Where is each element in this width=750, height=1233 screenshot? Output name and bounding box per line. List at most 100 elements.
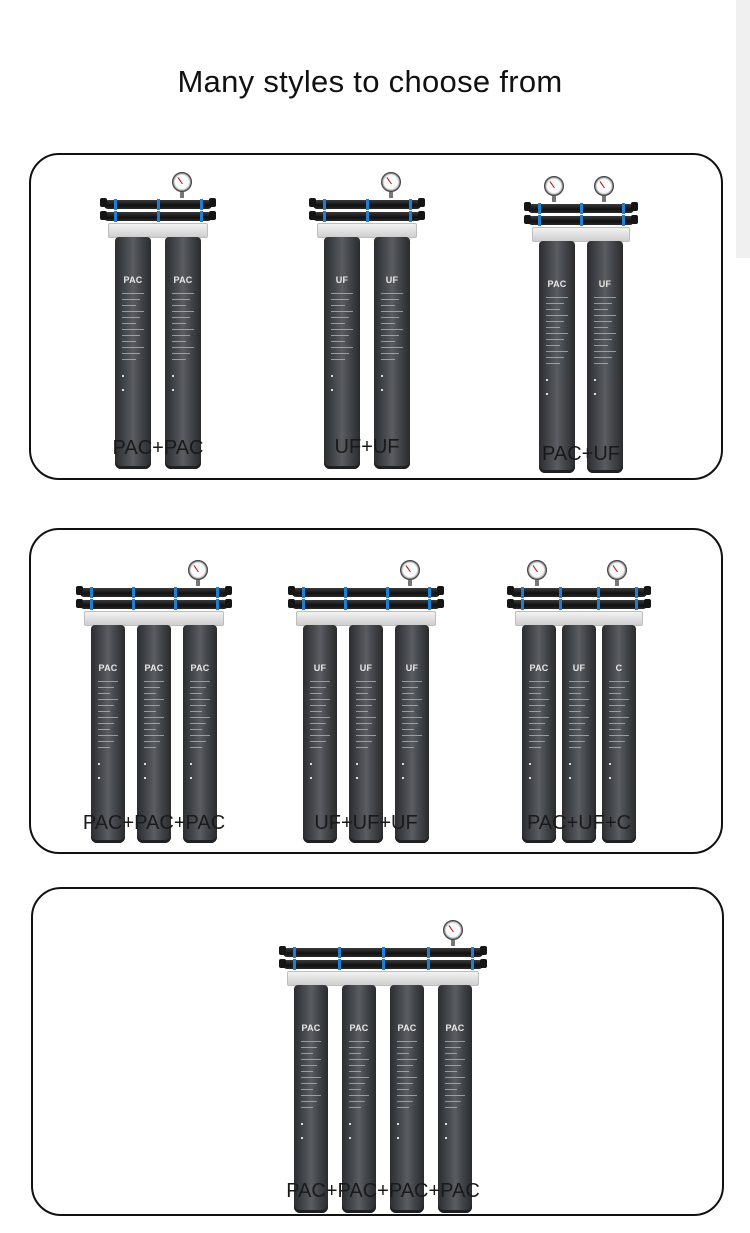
cartridge-spec-line	[310, 735, 330, 736]
inlet-pipe	[528, 203, 634, 214]
blue-ring-connector	[344, 599, 347, 610]
inlet-pipe	[104, 199, 212, 210]
cartridge-spec-line	[609, 681, 629, 682]
mounting-bracket	[84, 611, 224, 626]
inlet-pipe	[313, 199, 421, 210]
blue-ring-connector	[409, 211, 412, 222]
pressure-gauge-icon	[172, 172, 192, 192]
cartridge-spec-line	[144, 705, 160, 706]
blue-ring-connector	[293, 947, 296, 958]
cartridge-spec-line	[310, 717, 330, 718]
cartridge-spec-line	[98, 717, 118, 718]
filter-cartridge: PAC	[183, 625, 217, 843]
cartridge-spec-line	[301, 1047, 317, 1048]
blue-ring-connector	[174, 599, 177, 610]
cartridge-type-label: PAC	[190, 663, 210, 673]
gauge-stem	[535, 580, 539, 586]
pipe-end-cap	[524, 202, 531, 211]
cartridge-spec-line	[190, 693, 202, 694]
cartridge-spec-line	[529, 717, 549, 718]
blue-ring-connector	[635, 599, 638, 610]
outlet-pipe	[528, 215, 634, 226]
cartridge-spec-line	[402, 723, 418, 724]
outlet-pipe	[104, 211, 212, 222]
cartridge-spec-line	[397, 1059, 417, 1060]
blue-ring-connector	[90, 587, 93, 598]
blue-ring-connector	[521, 587, 524, 598]
pressure-gauge-icon	[443, 920, 463, 940]
cartridge-spec-line	[381, 341, 395, 342]
filter-cartridge: PAC	[438, 985, 472, 1213]
cartridge-spec-line	[331, 347, 353, 348]
cartridge-spec-line	[609, 687, 625, 688]
pressure-gauge-icon	[594, 176, 614, 196]
cartridge-spec-line	[546, 351, 568, 352]
cartridge-type-label: UF	[405, 663, 419, 673]
pipe-end-cap	[279, 946, 286, 955]
filter-cartridge: UF	[303, 625, 337, 843]
cartridge-spec-line	[172, 353, 190, 354]
blue-ring-connector	[426, 959, 430, 970]
inlet-pipe	[283, 947, 483, 958]
cartridge-bullet	[594, 393, 596, 395]
cartridge-bullet	[546, 379, 548, 381]
cartridge-spec-line	[331, 311, 353, 312]
cartridge-spec-line	[349, 1053, 361, 1054]
cartridge-spec-line	[144, 723, 160, 724]
cartridge-bullet	[397, 1123, 399, 1125]
cartridge-bullet	[98, 777, 100, 779]
cartridge-spec-line	[397, 1071, 409, 1072]
cartridge-spec-line	[529, 711, 541, 712]
cartridge-spec-line	[190, 687, 206, 688]
gauge-stem	[408, 580, 412, 586]
filter-cartridge: UF	[324, 237, 360, 469]
cartridge-spec-line	[546, 333, 568, 334]
mounting-bracket	[532, 227, 630, 242]
unit-combination-label: PAC+PAC	[112, 437, 204, 459]
cartridge-spec-line	[381, 311, 403, 312]
cartridge-spec-line	[349, 1059, 369, 1060]
pipe-end-cap	[437, 586, 444, 595]
blue-ring-connector	[559, 599, 562, 610]
cartridge-spec-line	[122, 311, 144, 312]
cartridge-spec-line	[349, 1041, 369, 1042]
cartridge-spec-line	[594, 363, 608, 364]
header-manifold	[309, 190, 425, 238]
cartridge-spec-line	[402, 747, 414, 748]
cartridge-spec-line	[402, 735, 422, 736]
cartridge-spec-line	[594, 321, 612, 322]
cartridge-spec-line	[397, 1089, 409, 1090]
cartridge-spec-line	[122, 305, 136, 306]
unit-combination-label: UF+UF+UF	[314, 812, 418, 834]
cartridge-spec-line	[331, 293, 353, 294]
cartridge-spec-line	[98, 687, 114, 688]
cartridge-spec-line	[546, 315, 568, 316]
cartridge-spec-line	[331, 335, 349, 336]
cartridge-spec-line	[445, 1059, 465, 1060]
page-title: Many styles to choose from	[177, 64, 563, 99]
filter-cartridge: PAC	[294, 985, 328, 1213]
blue-ring-connector	[337, 947, 341, 958]
cartridge-spec-line	[349, 1089, 361, 1090]
cartridge-spec-line	[144, 717, 164, 718]
cartridge-spec-line	[98, 693, 110, 694]
pipe-end-cap	[437, 599, 444, 608]
cartridge-bullet	[331, 375, 333, 377]
cartridge-spec-line	[301, 1083, 317, 1084]
cartridge-spec-line	[356, 729, 368, 730]
cartridge-bullet	[190, 763, 192, 765]
filter-cartridge: PAC	[115, 237, 151, 469]
cartridge-spec-line	[301, 1089, 313, 1090]
cartridge-spec-line	[381, 293, 403, 294]
cartridge-spec-line	[609, 741, 625, 742]
cartridge-spec-line	[190, 735, 210, 736]
blue-ring-connector	[174, 587, 177, 598]
cartridge-spec-line	[569, 747, 581, 748]
cartridge-spec-line	[310, 723, 326, 724]
cartridge-type-label: PAC	[445, 1023, 465, 1033]
cartridge-spec-line	[609, 699, 629, 700]
cartridge-spec-line	[594, 309, 608, 310]
cartridge-spec-line	[381, 305, 395, 306]
